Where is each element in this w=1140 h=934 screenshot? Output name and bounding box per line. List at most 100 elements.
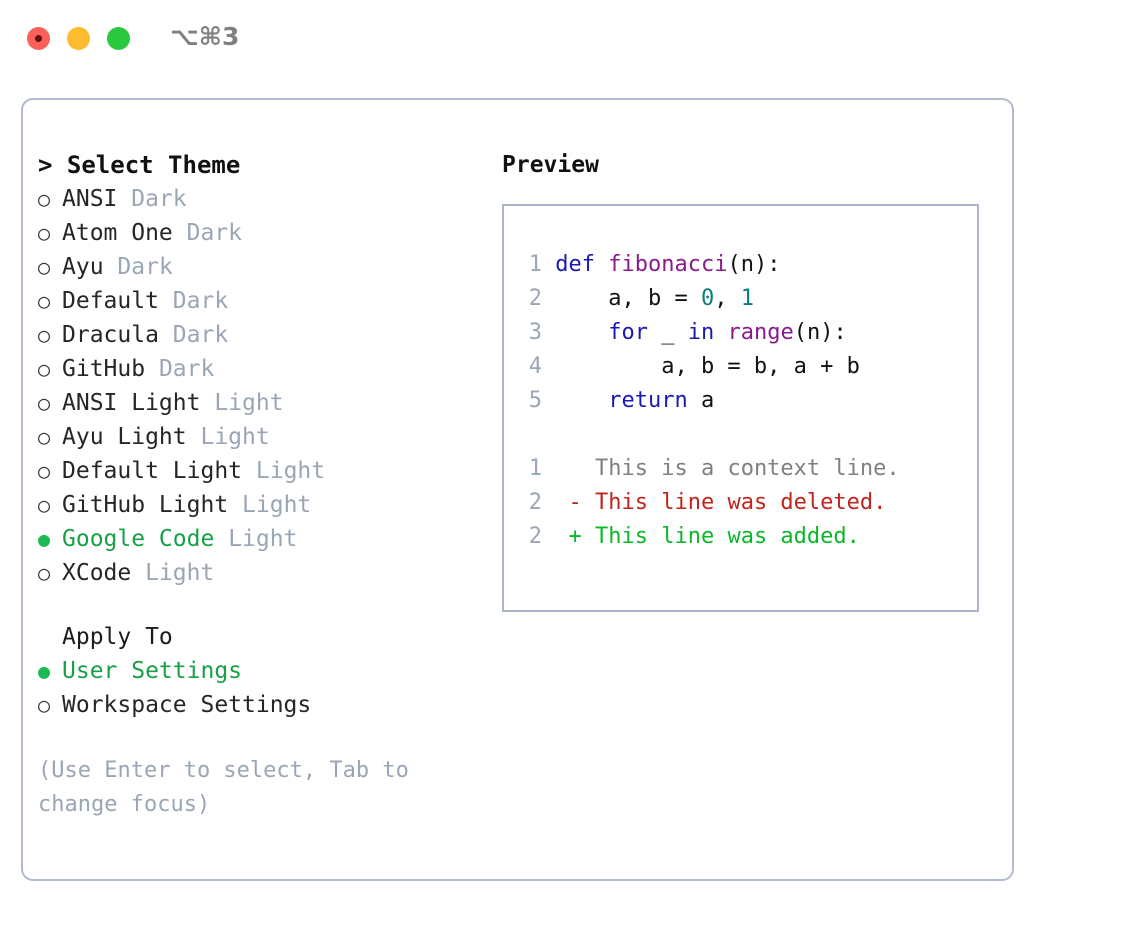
code-token [555,388,608,413]
code-token: range [727,320,794,345]
code-token: return [608,388,688,413]
theme-category-badge: Dark [186,220,243,246]
theme-option[interactable]: ○Default Light Light [38,454,478,488]
apply-to-title: Apply To [62,624,173,650]
theme-option-label: GitHub Light [62,492,229,518]
code-token: in [687,320,715,345]
spacer [104,250,118,284]
line-number: 4 [528,354,542,379]
diff-text: This line was deleted. [595,490,887,515]
preview-title: Preview [502,152,599,178]
close-icon [35,35,42,42]
theme-option-label: Default [62,288,159,314]
apply-to-option[interactable]: ●User Settings [38,654,478,688]
theme-option-label: ANSI [62,186,118,212]
code-token: 0 [700,286,715,311]
code-token: a, b = [555,286,701,311]
radio-unselected-icon: ○ [38,425,51,449]
theme-category-badge: Light [214,390,284,416]
radio-unselected-icon: ○ [38,289,51,313]
theme-list[interactable]: ○ANSI Dark○Atom One Dark○Ayu Dark○Defaul… [38,182,478,590]
gutter-spacer [542,490,569,515]
spacer [214,522,228,556]
radio-unselected-icon: ○ [38,187,51,211]
theme-category-badge: Dark [172,322,229,348]
code-token: (n): [793,320,847,345]
line-number: 2 [528,490,542,515]
code-token: a, b = b, a + b [555,354,860,379]
diff-marker [569,456,596,481]
theme-option[interactable]: ○ ANSI Dark [38,182,478,216]
theme-option[interactable]: ○Dracula Dark [38,318,478,352]
code-token [595,252,608,277]
diff-text: This is a context line. [595,456,900,481]
diff-marker: - [568,490,595,515]
theme-option[interactable]: ○ Default Dark [38,284,478,318]
line-number: 5 [528,388,542,413]
theme-option[interactable]: ○GitHub Light Light [38,488,478,522]
maximize-button[interactable] [107,27,130,50]
spacer [131,556,145,590]
diff-line: 2 - This line was deleted. [516,486,977,520]
theme-category-badge: Dark [158,356,215,382]
radio-unselected-icon: ○ [38,493,51,517]
apply-to-list[interactable]: ●User Settings○Workspace Settings [38,654,478,722]
gutter-spacer [542,252,555,277]
gutter-spacer [542,354,555,379]
code-token: for [608,320,648,345]
radio-selected-icon: ● [38,659,51,683]
spacer [159,284,173,318]
radio-selected-icon: ● [38,527,51,551]
gutter-spacer [542,388,555,413]
line-number: 1 [528,252,542,277]
preview-column: Preview 1 def fibonacci(n):2 a, b = 0, 1… [502,148,992,612]
line-number: 3 [528,320,542,345]
line-number: 2 [528,524,542,549]
theme-option-label: XCode [62,560,132,586]
code-diff-separator [516,418,977,452]
theme-category-badge: Dark [131,186,187,212]
theme-option[interactable]: ○Atom One Dark [38,216,478,250]
gutter-spacer [542,456,569,481]
code-token: _ [647,320,688,345]
theme-category-badge: Dark [172,288,229,314]
spacer [228,488,242,522]
theme-option[interactable]: ○ GitHub Dark [38,352,478,386]
theme-category-badge: Dark [117,254,173,280]
radio-unselected-icon: ○ [38,357,51,381]
theme-category-badge: Light [228,526,298,552]
code-line: 3 for _ in range(n): [516,316,977,350]
main-panel: > Select Theme ○ANSI Dark○Atom One Dark○… [21,98,1014,881]
radio-unselected-icon: ○ [38,561,51,585]
radio-unselected-icon: ○ [38,391,51,415]
theme-category-badge: Light [145,560,215,586]
theme-option[interactable]: ○ XCode Light [38,556,478,590]
diff-line: 2 + This line was added. [516,520,977,554]
theme-option-label: Google Code [62,526,215,552]
theme-option[interactable]: ○Ayu Dark [38,250,478,284]
spacer [242,454,256,488]
theme-option-label: GitHub [62,356,146,382]
code-token [555,320,608,345]
code-token: a [687,388,715,413]
code-line: 4 a, b = b, a + b [516,350,977,384]
diff-line: 1 This is a context line. [516,452,977,486]
spacer [117,182,131,216]
page-title: > Select Theme [38,151,241,179]
keyboard-shortcut-label: ⌥⌘3 [170,22,240,51]
code-token: fibonacci [608,252,728,277]
code-line: 1 def fibonacci(n): [516,248,977,282]
code-line: 2 a, b = 0, 1 [516,282,977,316]
theme-option[interactable]: ○Ayu Light Light [38,420,478,454]
apply-to-option-label: Workspace Settings [62,692,312,718]
title-bar: ⌥⌘3 [0,0,1140,78]
radio-unselected-icon: ○ [38,459,51,483]
theme-option-label: Ayu [62,254,104,280]
minimize-button[interactable] [67,27,90,50]
spacer [159,318,173,352]
theme-option[interactable]: ○ANSI Light Light [38,386,478,420]
theme-option[interactable]: ● Google Code Light [38,522,478,556]
diff-text: This line was added. [595,524,860,549]
apply-to-option[interactable]: ○Workspace Settings [38,688,478,722]
